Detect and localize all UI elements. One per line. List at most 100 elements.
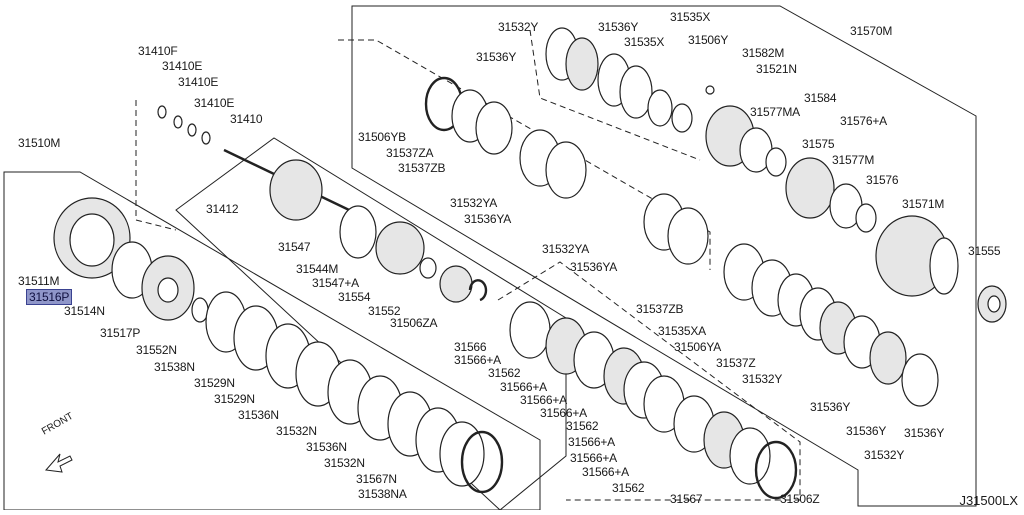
- label-31566A-6: 31566+A: [570, 451, 617, 465]
- label-31544M: 31544M: [296, 262, 339, 276]
- label-31566A-4: 31566+A: [540, 406, 587, 420]
- label-31536Y-low-3: 31536Y: [904, 426, 945, 440]
- label-31410E-3: 31410E: [194, 96, 235, 110]
- part-bearing-31554: [439, 265, 473, 303]
- label-31566A-1: 31566+A: [454, 353, 501, 367]
- label-31562-2: 31562: [566, 419, 599, 433]
- part-ring-31576: [855, 203, 877, 233]
- label-31516P-highlighted[interactable]: 31516P: [26, 289, 73, 305]
- label-31537ZB-top: 31537ZB: [398, 161, 446, 175]
- label-31567N: 31567N: [356, 472, 397, 486]
- label-31536YA-1: 31536YA: [464, 212, 512, 226]
- part-drum-inner: [69, 213, 115, 267]
- label-31536Y-top-1: 31536Y: [598, 20, 639, 34]
- label-31410: 31410: [230, 112, 263, 126]
- label-31412: 31412: [206, 202, 239, 216]
- label-31567: 31567: [670, 492, 703, 506]
- label-31552N: 31552N: [136, 343, 177, 357]
- label-31532YA-1: 31532YA: [450, 196, 498, 210]
- label-31562-3: 31562: [612, 481, 645, 495]
- label-31547: 31547: [278, 240, 311, 254]
- label-31582M: 31582M: [742, 46, 785, 60]
- part-plate-31536YA-1: [545, 141, 587, 199]
- label-31535X-2: 31535X: [624, 35, 665, 49]
- label-31584: 31584: [804, 91, 837, 105]
- label-31506ZA: 31506ZA: [390, 316, 438, 330]
- part-ring-31410E-2: [187, 123, 197, 137]
- label-31537ZB-low: 31537ZB: [636, 302, 684, 316]
- label-31535XA: 31535XA: [658, 324, 706, 338]
- part-plate-31532Y-low-2: [869, 331, 907, 385]
- group-box-31532Y-dashed: [529, 29, 701, 161]
- part-piston-31575: [785, 157, 835, 219]
- part-plate-31535X-2: [619, 65, 653, 119]
- group-box-31566-dashed: [497, 261, 801, 501]
- label-31536N-2: 31536N: [306, 440, 347, 454]
- label-31514N: 31514N: [64, 304, 105, 318]
- part-spring-31521N: [705, 85, 715, 95]
- label-31532N-1: 31532N: [276, 424, 317, 438]
- label-31537ZA: 31537ZA: [386, 146, 434, 160]
- part-hub-inner: [157, 277, 179, 303]
- label-31547A: 31547+A: [312, 276, 359, 290]
- part-ring-31506Y: [647, 89, 673, 127]
- part-ring-31410E-1: [173, 115, 183, 129]
- label-31532YA-2: 31532YA: [542, 242, 590, 256]
- label-31517P: 31517P: [100, 326, 141, 340]
- label-31562-1: 31562: [488, 366, 521, 380]
- part-ring-31410E-3: [201, 131, 211, 145]
- part-plate-31536YA-2: [667, 207, 709, 265]
- label-31577MA: 31577MA: [750, 105, 800, 119]
- label-31566A-3: 31566+A: [520, 393, 567, 407]
- label-31554: 31554: [338, 290, 371, 304]
- label-31566A-2: 31566+A: [500, 380, 547, 394]
- label-31506YB: 31506YB: [358, 130, 406, 144]
- label-31555: 31555: [968, 244, 1001, 258]
- label-31538N: 31538N: [154, 360, 195, 374]
- label-31571M: 31571M: [902, 197, 945, 211]
- group-box-31410-dashed: [135, 100, 177, 231]
- part-snapring-31506ZA: [468, 279, 488, 302]
- label-31410E-2: 31410E: [178, 75, 219, 89]
- label-31552: 31552: [368, 304, 401, 318]
- part-ring-31576A: [765, 147, 787, 177]
- label-31506YA: 31506YA: [674, 340, 722, 354]
- label-31529N-2: 31529N: [214, 392, 255, 406]
- label-31532Y-top: 31532Y: [498, 20, 539, 34]
- label-31511M: 31511M: [18, 274, 60, 288]
- label-31538NA: 31538NA: [358, 487, 407, 501]
- group-box-31510M: [3, 171, 541, 511]
- label-31410E-1: 31410E: [162, 59, 203, 73]
- part-drum-31571M-face: [929, 237, 959, 295]
- label-31577M: 31577M: [832, 153, 875, 167]
- label-31506Z: 31506Z: [780, 492, 820, 506]
- label-31536YA-2: 31536YA: [570, 260, 618, 274]
- part-plate-31536Y-low-2: [901, 353, 939, 407]
- label-31506Y: 31506Y: [688, 33, 729, 47]
- diagram-code: J31500LX: [959, 493, 1018, 508]
- part-ring-31547: [339, 205, 377, 259]
- part-gear-31412: [269, 159, 323, 221]
- part-plate-31562-3: [729, 427, 771, 485]
- label-31570M: 31570M: [850, 24, 893, 38]
- label-31410F: 31410F: [138, 44, 178, 58]
- label-31536Y-top-2: 31536Y: [476, 50, 517, 64]
- part-snapring-31538NA: [460, 430, 504, 494]
- front-arrow-icon: [45, 453, 73, 473]
- part-ring-31410F: [157, 105, 167, 119]
- group-box-31570M: [351, 5, 977, 507]
- label-31532Y-low-2: 31532Y: [864, 448, 905, 462]
- part-plate-31566-1: [509, 301, 551, 359]
- label-31521N: 31521N: [756, 62, 797, 76]
- part-ring-31582M: [671, 103, 693, 133]
- label-31576A: 31576+A: [840, 114, 887, 128]
- label-31537Z: 31537Z: [716, 356, 756, 370]
- part-plate-31536Y-top: [565, 37, 599, 91]
- label-31566: 31566: [454, 340, 487, 354]
- label-31576: 31576: [866, 173, 899, 187]
- part-bearing-31555-inner: [987, 295, 1001, 313]
- label-31566A-5: 31566+A: [568, 435, 615, 449]
- label-31510M: 31510M: [18, 136, 61, 150]
